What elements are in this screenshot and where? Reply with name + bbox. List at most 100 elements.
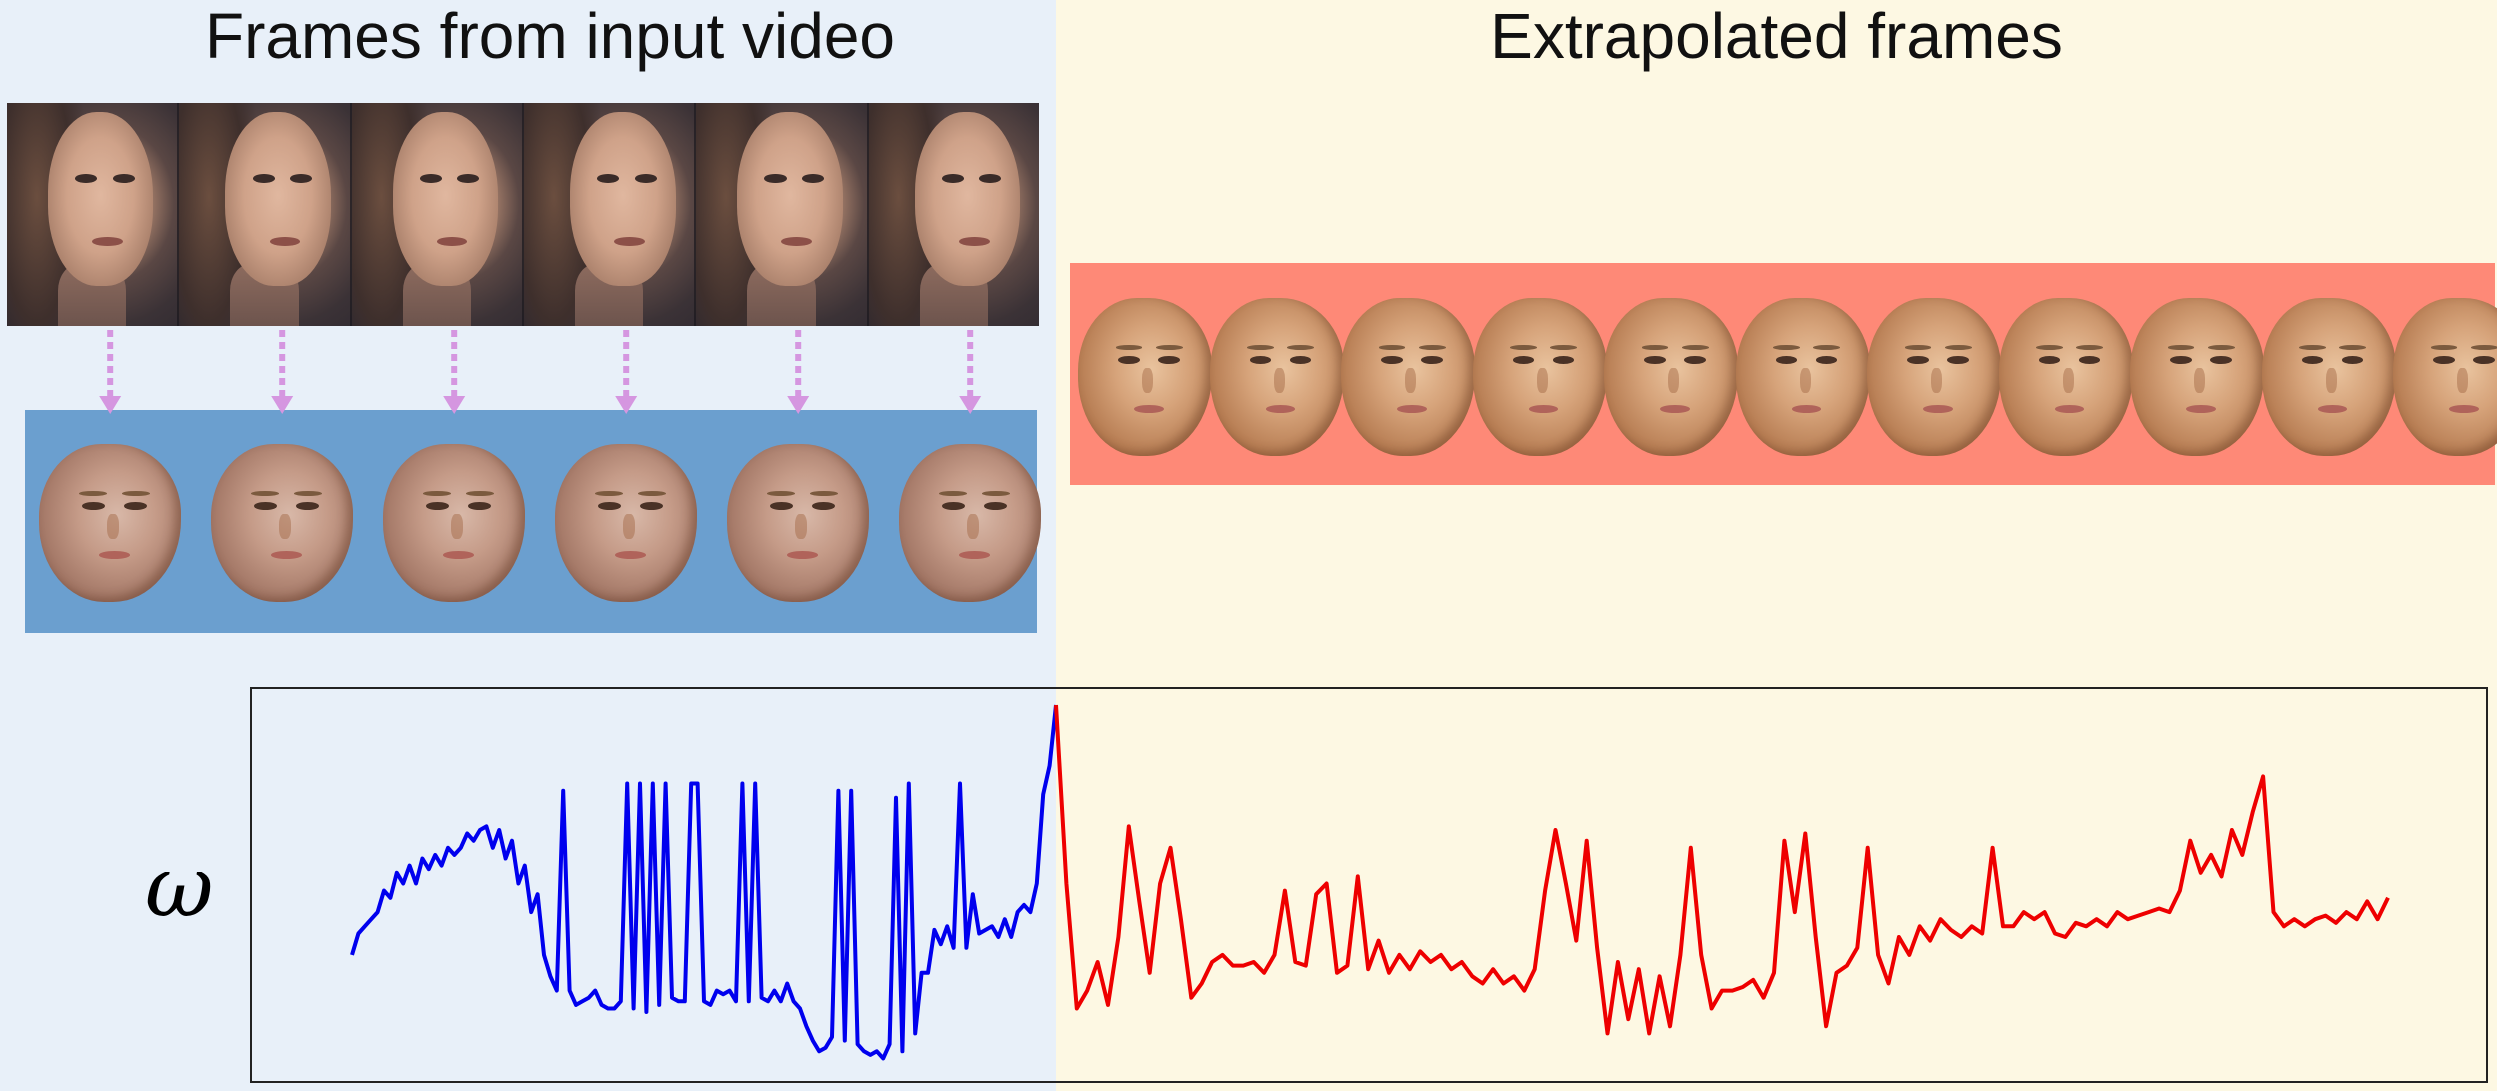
input-video-frame-strip bbox=[7, 103, 1039, 326]
brow bbox=[1904, 345, 1932, 351]
nose bbox=[1668, 367, 1680, 393]
rendered-face bbox=[1867, 298, 2001, 456]
nose bbox=[2457, 367, 2469, 393]
eye bbox=[1118, 356, 1140, 365]
brow bbox=[981, 491, 1010, 497]
eye bbox=[2210, 356, 2232, 365]
face bbox=[225, 111, 331, 286]
brow bbox=[2076, 345, 2104, 351]
eye bbox=[984, 502, 1008, 511]
eye bbox=[252, 174, 275, 184]
nose bbox=[795, 513, 807, 539]
extrapolated-faces-box bbox=[1070, 263, 2497, 485]
rendered-face bbox=[727, 444, 870, 602]
eye bbox=[597, 502, 621, 511]
brow bbox=[1550, 345, 1578, 351]
brow bbox=[2207, 345, 2235, 351]
eye bbox=[634, 174, 657, 184]
mouth bbox=[786, 551, 819, 560]
rendered-face bbox=[555, 444, 698, 602]
brow bbox=[1247, 345, 1274, 351]
mouth bbox=[436, 236, 468, 246]
brow bbox=[2470, 345, 2497, 351]
brow bbox=[1510, 345, 1537, 351]
mouth bbox=[2317, 405, 2348, 414]
brow bbox=[2036, 345, 2063, 351]
mouth bbox=[2449, 405, 2479, 414]
eye bbox=[1947, 356, 1969, 365]
brow bbox=[1115, 345, 1143, 351]
mouth bbox=[781, 236, 813, 246]
extrapolated-series-line bbox=[1054, 704, 2390, 1036]
eye bbox=[812, 502, 836, 511]
eye bbox=[597, 174, 620, 184]
eye bbox=[1421, 356, 1443, 365]
nose bbox=[2194, 367, 2206, 393]
eye bbox=[1775, 356, 1798, 365]
nose bbox=[279, 513, 291, 539]
eye bbox=[764, 174, 787, 184]
brow bbox=[1944, 345, 1972, 351]
brow bbox=[422, 491, 452, 497]
nose bbox=[1273, 367, 1285, 393]
mouth bbox=[98, 551, 131, 560]
arrow-head bbox=[99, 396, 122, 414]
eye bbox=[1249, 356, 1272, 365]
brow bbox=[766, 491, 796, 497]
rendered-face bbox=[39, 444, 182, 602]
rendered-face bbox=[2130, 298, 2264, 456]
brow bbox=[250, 491, 280, 497]
brow bbox=[1773, 345, 1800, 351]
rendered-face bbox=[2393, 298, 2497, 456]
brow bbox=[1641, 345, 1669, 351]
nose bbox=[1931, 367, 1943, 393]
mouth bbox=[1660, 405, 1690, 414]
arrow-head bbox=[959, 396, 982, 414]
brow bbox=[2167, 345, 2195, 351]
eye bbox=[941, 174, 965, 184]
rendered-face bbox=[211, 444, 354, 602]
brow bbox=[1681, 345, 1709, 351]
mouth bbox=[270, 551, 303, 560]
input-video-frame bbox=[179, 103, 352, 326]
eye bbox=[1684, 356, 1706, 365]
brow bbox=[2430, 345, 2458, 351]
brow bbox=[809, 491, 838, 497]
mouth bbox=[958, 236, 990, 246]
eye bbox=[1512, 356, 1535, 365]
eye bbox=[1907, 356, 1929, 365]
mouth bbox=[1265, 405, 1296, 414]
brow bbox=[465, 491, 494, 497]
nose bbox=[623, 513, 635, 539]
eye bbox=[2341, 356, 2364, 365]
brow bbox=[293, 491, 322, 497]
mouth bbox=[1134, 405, 1164, 414]
eye bbox=[457, 174, 480, 184]
input-video-frame bbox=[868, 103, 1039, 326]
eye bbox=[81, 502, 105, 511]
mouth bbox=[2054, 405, 2085, 414]
nose bbox=[1142, 367, 1154, 393]
nose bbox=[1405, 367, 1417, 393]
mouth bbox=[1528, 405, 1559, 414]
nose bbox=[967, 513, 979, 539]
arrow-head bbox=[787, 396, 810, 414]
eye bbox=[253, 502, 277, 511]
brow bbox=[2339, 345, 2367, 351]
brow bbox=[1378, 345, 1406, 351]
input-video-frame bbox=[7, 103, 180, 326]
eye bbox=[979, 174, 1002, 184]
face bbox=[914, 111, 1021, 286]
brow bbox=[938, 491, 968, 497]
eye bbox=[769, 502, 793, 511]
eye bbox=[419, 174, 442, 184]
mouth bbox=[442, 551, 475, 560]
brow bbox=[78, 491, 108, 497]
eye bbox=[1158, 356, 1180, 365]
rendered-face bbox=[383, 444, 526, 602]
eye bbox=[1815, 356, 1838, 365]
eye bbox=[2170, 356, 2192, 365]
nose bbox=[2325, 367, 2337, 393]
eye bbox=[2433, 356, 2455, 365]
